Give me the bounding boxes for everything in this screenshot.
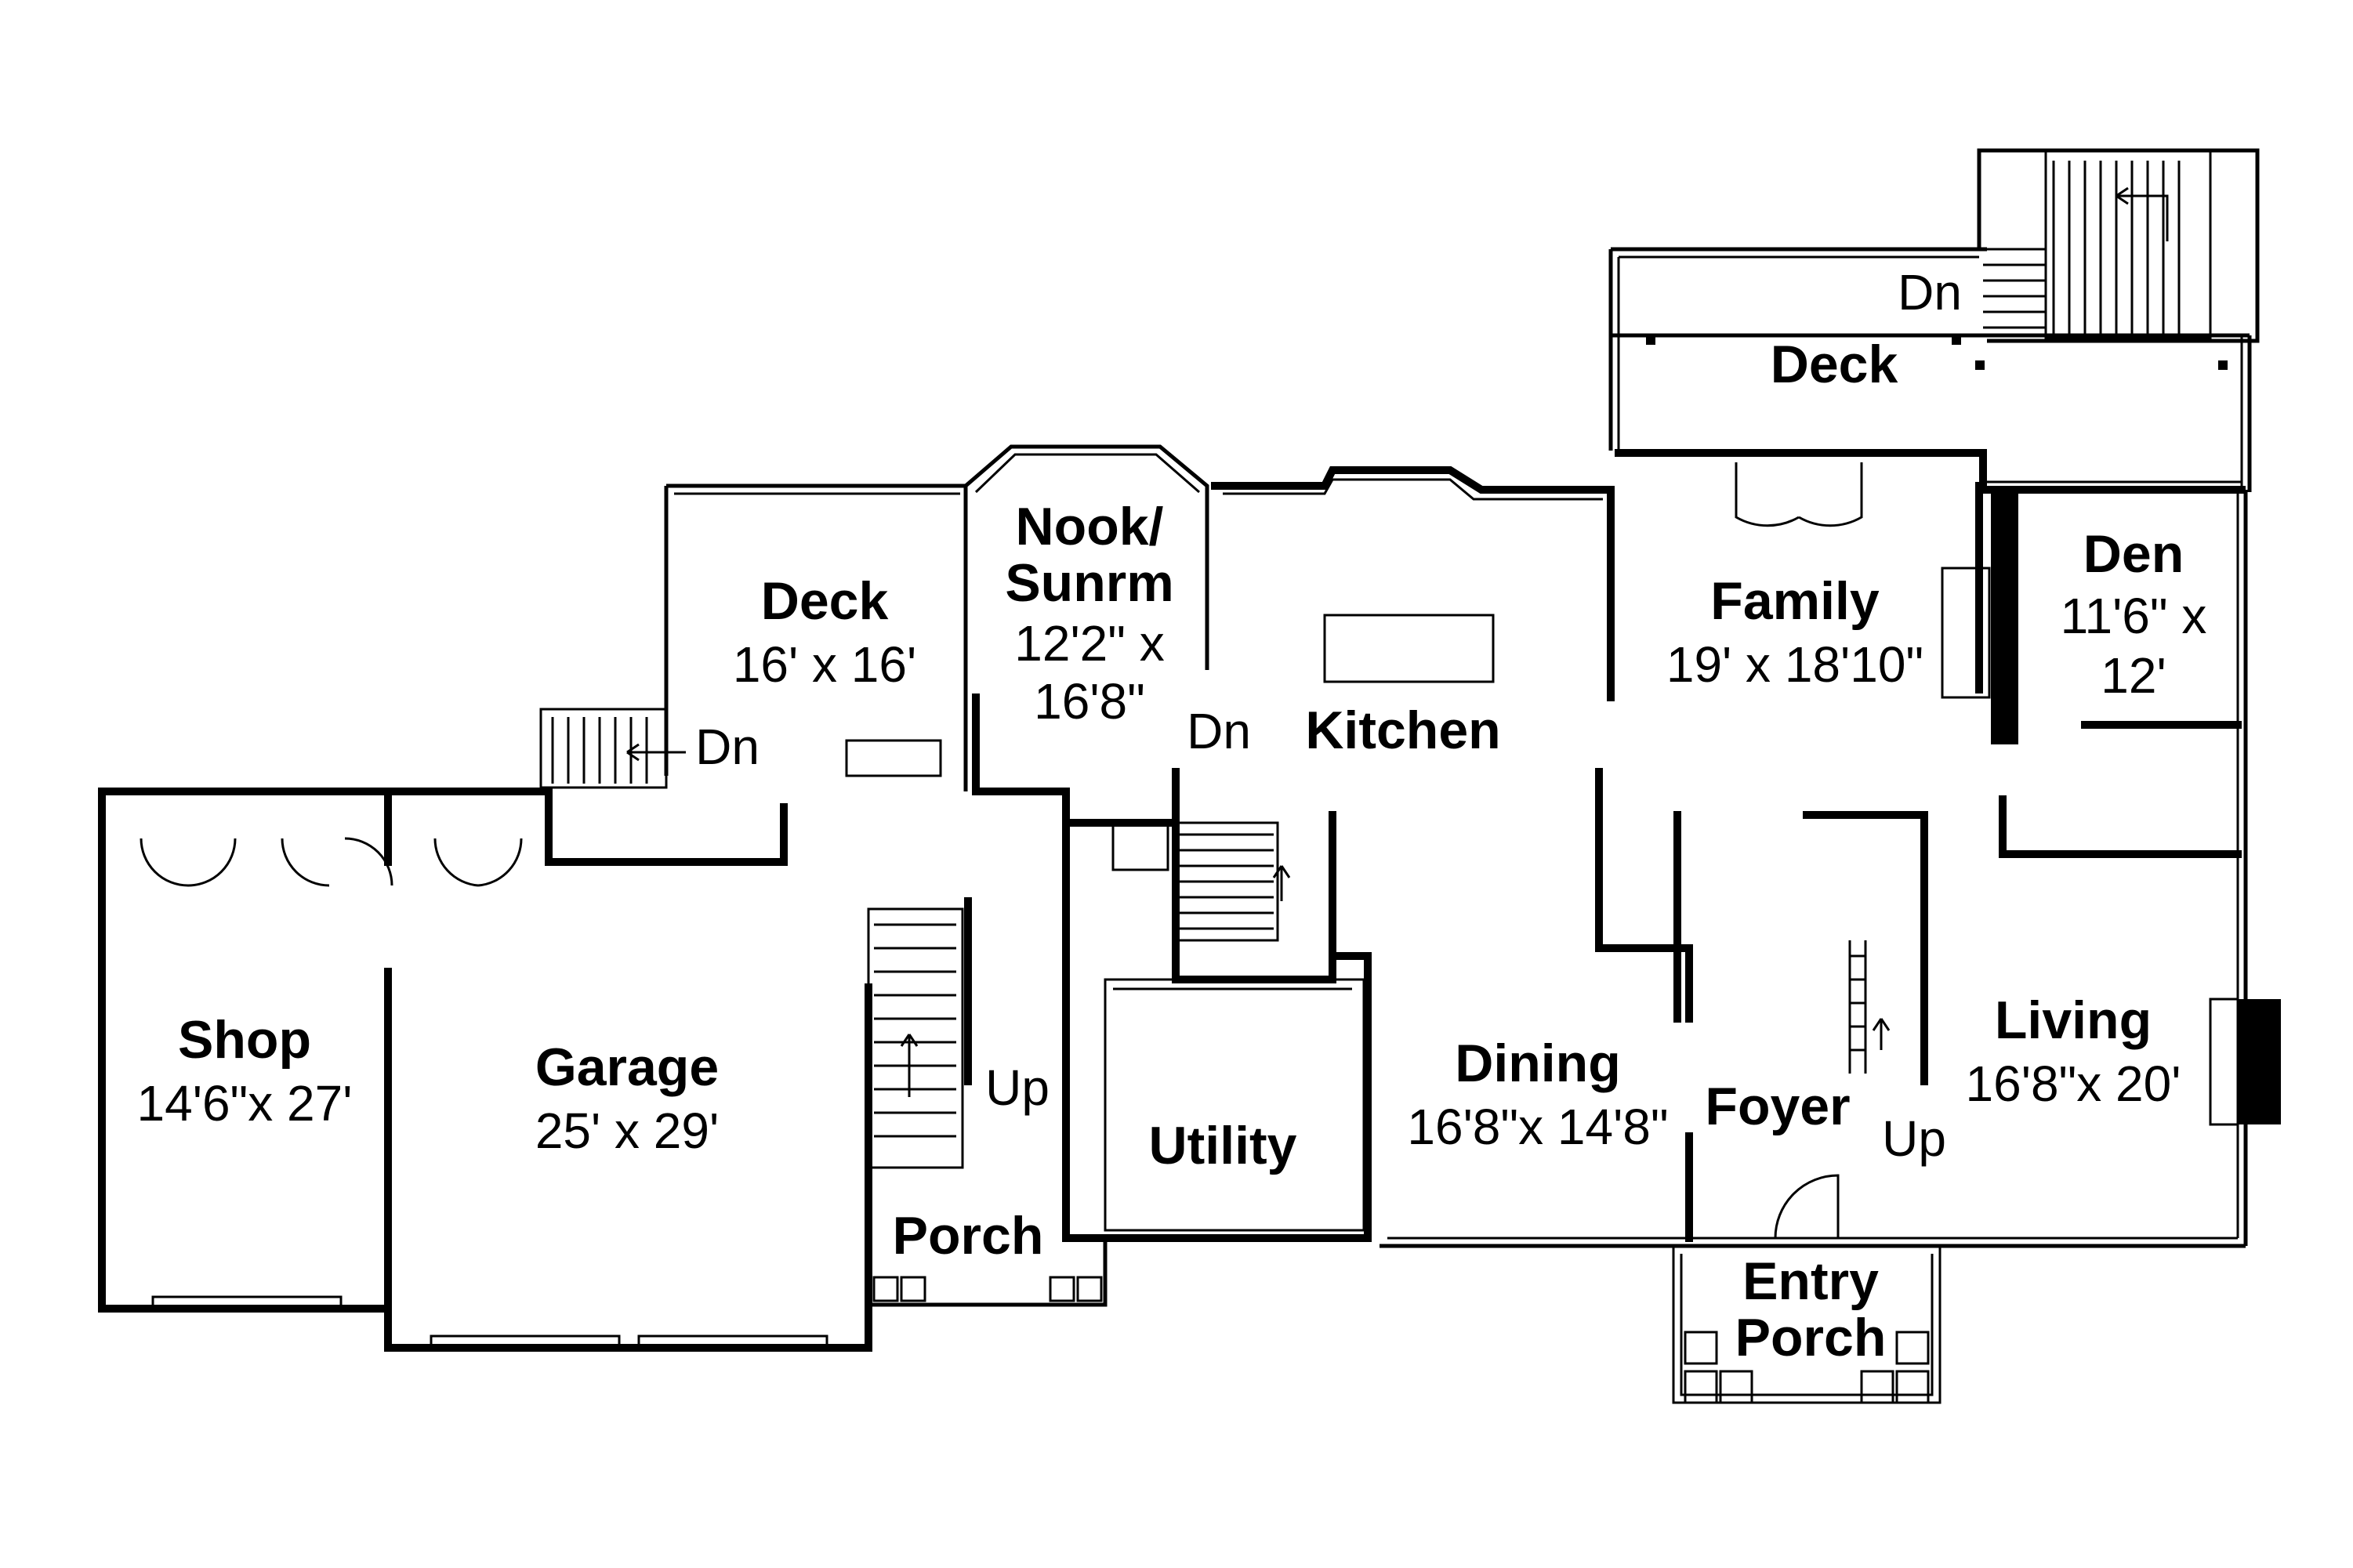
- porch-columns: [872, 1276, 1103, 1302]
- kitchen-name: Kitchen: [1305, 701, 1500, 760]
- deck-top-name: Deck: [1771, 335, 1898, 394]
- entry-porch-name-line2: Porch: [1735, 1308, 1887, 1367]
- deck-top-dn-label: Dn: [1898, 264, 1962, 320]
- nook-dim-line1: 12'2" x: [1014, 615, 1165, 672]
- den-dim-line2: 12': [2101, 647, 2166, 704]
- stair-up-label: Up: [985, 1059, 1050, 1116]
- foyer-up-label: Up: [1882, 1110, 1946, 1167]
- entry-porch-name-line1: Entry: [1742, 1251, 1879, 1311]
- living-name: Living: [1995, 990, 2152, 1050]
- shop-dim: 14'6"x 27': [137, 1075, 353, 1132]
- family-dim: 19' x 18'10": [1666, 636, 1923, 693]
- room-labels: Deck Dn Deck 16' x 16' Dn Nook/ Sunrm 12…: [137, 264, 2207, 1367]
- den-name: Den: [2083, 524, 2184, 584]
- interior-walls: [140, 462, 2281, 1404]
- garage-name: Garage: [535, 1037, 719, 1097]
- kitchen-dn-label: Dn: [1187, 703, 1251, 759]
- garage-dim: 25' x 29': [535, 1103, 719, 1159]
- deck-left-name: Deck: [761, 571, 889, 631]
- nook-name-line2: Sunrm: [1005, 553, 1173, 613]
- foyer-name: Foyer: [1705, 1077, 1850, 1136]
- rear-deck-structure: [1608, 148, 2260, 492]
- living-dim: 16'8"x 20': [1966, 1056, 2181, 1112]
- den-dim-line1: 11'6" x: [2061, 588, 2207, 644]
- nook-name-line1: Nook/: [1016, 497, 1164, 556]
- rear-deck-stairs: [1983, 149, 2212, 340]
- utility-name: Utility: [1149, 1116, 1297, 1175]
- nook-dim-line2: 16'8": [1034, 673, 1145, 730]
- dining-name: Dining: [1455, 1034, 1621, 1093]
- family-name: Family: [1710, 571, 1880, 631]
- porch-name: Porch: [893, 1206, 1044, 1266]
- dining-dim: 16'8"x 14'8": [1407, 1099, 1668, 1155]
- deck-left-dim: 16' x 16': [733, 636, 916, 693]
- deck-left-dn-label: Dn: [695, 719, 760, 775]
- shop-name: Shop: [178, 1010, 311, 1070]
- entry-porch-columns: [1684, 1331, 1930, 1404]
